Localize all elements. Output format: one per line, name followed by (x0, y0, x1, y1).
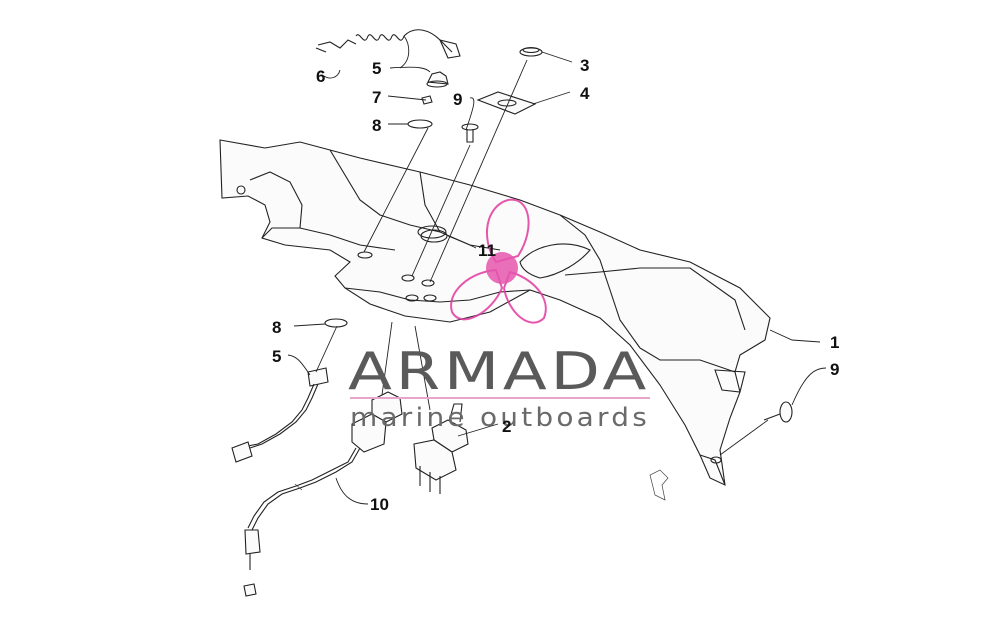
callout-3: 3 (580, 56, 589, 75)
callout-8-top: 8 (372, 116, 381, 135)
callout-8-bottom: 8 (272, 318, 281, 337)
callout-2: 2 (502, 417, 511, 436)
toggle-switch-part (413, 403, 469, 494)
kill-switch-harness-part (231, 367, 329, 463)
callout-11: 11 (478, 241, 496, 260)
callout-4: 4 (580, 84, 590, 103)
kill-switch-cap-part (426, 71, 449, 88)
screw-top-part (461, 123, 479, 143)
bezel-ring-part (519, 46, 543, 57)
callout-1: 1 (830, 333, 839, 352)
callout-9-top: 9 (453, 90, 462, 109)
callout-7: 7 (372, 88, 381, 107)
callout-9-right: 9 (830, 360, 839, 379)
gasket-plate-part (476, 91, 537, 115)
trim-switch-harness-part (243, 391, 403, 597)
callout-5-bottom: 5 (272, 347, 281, 366)
lanyard-spring-part (315, 29, 461, 59)
callout-6: 6 (316, 67, 325, 86)
watermark-tagline: marine outboards (350, 403, 650, 433)
callout-5-top: 5 (372, 59, 381, 78)
armada-logo-icon (450, 198, 547, 324)
o-ring-bottom-part (324, 318, 348, 328)
o-ring-top-part (407, 119, 433, 129)
assembly-lines (287, 35, 827, 505)
screw-right-part (763, 401, 793, 423)
collar-part (420, 229, 448, 243)
callout-10: 10 (370, 495, 389, 514)
console-housing (219, 139, 771, 501)
watermark-brand: ARMADA (348, 342, 650, 402)
small-nut-part (421, 95, 433, 105)
